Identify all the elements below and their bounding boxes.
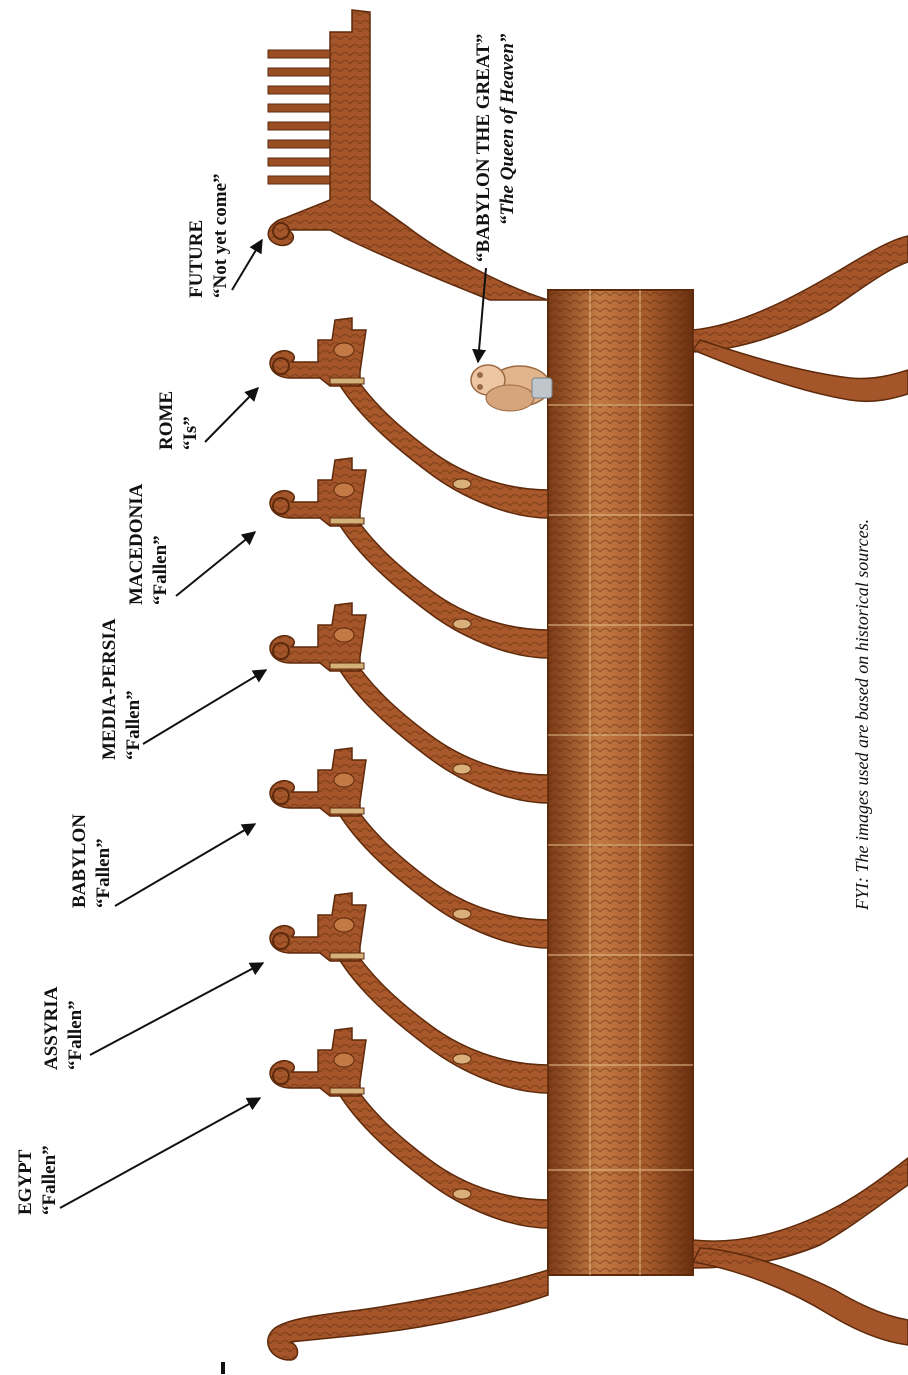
arrow-future: [232, 240, 262, 290]
label-macedonia-status: “Fallen”: [149, 484, 173, 605]
label-media-persia-status: “Fallen”: [122, 619, 146, 760]
footnote: FYI: The images used are based on histor…: [852, 519, 873, 910]
label-macedonia-name: MACEDONIA: [125, 484, 149, 605]
label-future-status: “Not yet come”: [209, 173, 233, 298]
tick-mark: [221, 1362, 225, 1374]
lampstand-trunk: [548, 290, 693, 1275]
label-babylon-the-great: “BABYLON THE GREAT” “The Queen of Heaven…: [472, 34, 520, 262]
label-future-name: FUTURE: [185, 173, 209, 298]
arrow-egypt: [60, 1098, 260, 1208]
label-babylon-name: BABYLON: [68, 814, 92, 908]
arrow-macedonia: [176, 532, 255, 596]
label-egypt-status: “Fallen”: [38, 1145, 62, 1215]
label-future: FUTURE “Not yet come”: [185, 173, 233, 298]
arrow-media-persia: [143, 670, 266, 744]
branch-egypt: [270, 1028, 548, 1228]
label-babylon-the-great-name: “BABYLON THE GREAT”: [472, 34, 496, 262]
label-rome-status: “Is”: [179, 391, 203, 450]
label-assyria-status: “Fallen”: [64, 987, 88, 1070]
arrow-babylon: [115, 824, 255, 906]
label-babylon: BABYLON “Fallen”: [68, 814, 116, 908]
label-egypt-name: EGYPT: [14, 1145, 38, 1215]
label-media-persia: MEDIA-PERSIA “Fallen”: [98, 619, 146, 760]
arrow-rome: [205, 388, 258, 442]
label-egypt: EGYPT “Fallen”: [14, 1145, 62, 1215]
queen-of-heaven-figurine: [471, 365, 552, 411]
label-queen-of-heaven: “The Queen of Heaven”: [496, 34, 520, 262]
branch-rome: [270, 318, 548, 518]
label-babylon-status: “Fallen”: [92, 814, 116, 908]
label-media-persia-name: MEDIA-PERSIA: [98, 619, 122, 760]
label-rome-name: ROME: [155, 391, 179, 450]
label-assyria: ASSYRIA “Fallen”: [40, 987, 88, 1070]
label-rome: ROME “Is”: [155, 391, 203, 450]
arrow-assyria: [90, 963, 263, 1055]
label-assyria-name: ASSYRIA: [40, 987, 64, 1070]
label-macedonia: MACEDONIA “Fallen”: [125, 484, 173, 605]
